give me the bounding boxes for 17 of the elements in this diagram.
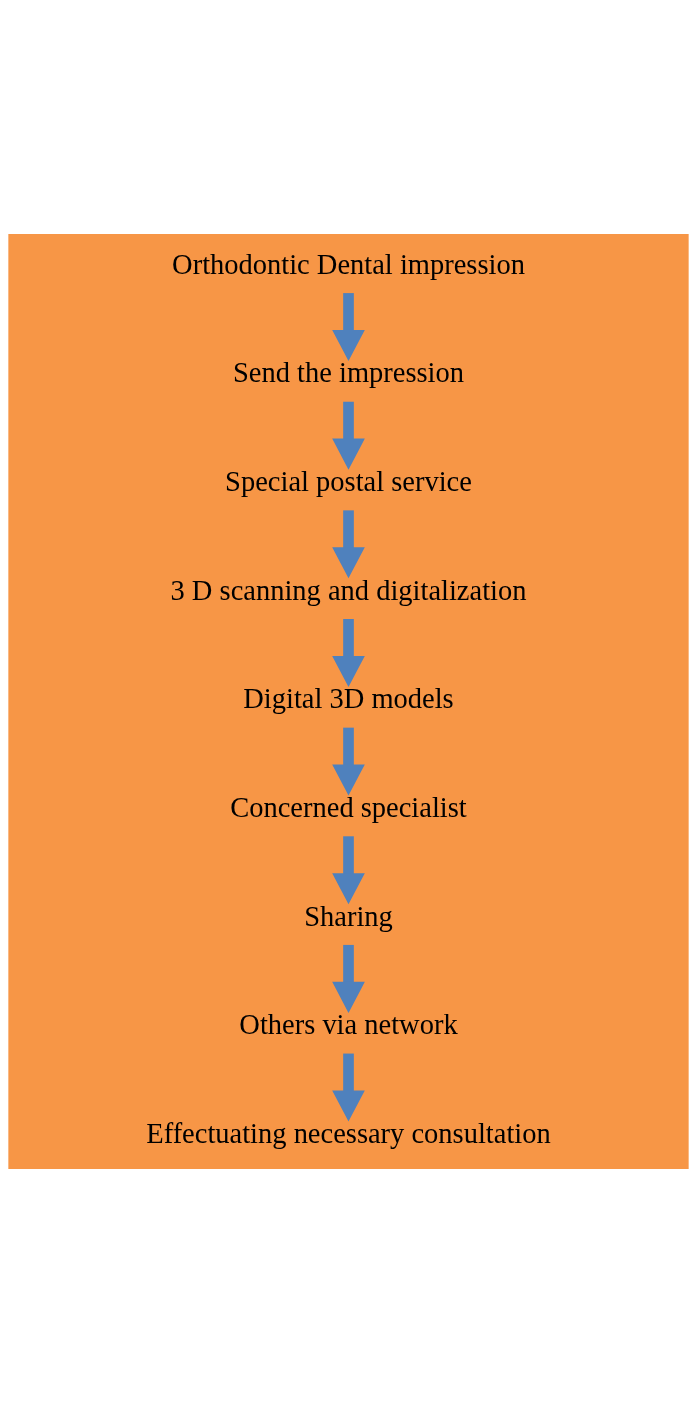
arrow	[332, 1053, 365, 1122]
node-text: Digital 3D models	[243, 683, 454, 715]
node-text: Special postal service	[225, 465, 472, 497]
node-text: Orthodontic Dental impression	[172, 248, 525, 280]
arrow	[332, 510, 365, 579]
arrow	[332, 619, 365, 687]
node-text: Others via network	[239, 1009, 458, 1041]
node-text: Effectuating necessary consultation	[146, 1117, 551, 1149]
node-text: Concerned specialist	[230, 791, 467, 823]
node-text: Sharing	[304, 900, 393, 932]
arrow	[332, 944, 365, 1013]
arrow	[332, 293, 365, 362]
arrow	[332, 401, 365, 470]
arrow	[332, 727, 365, 796]
node-text: 3 D scanning and digitalization	[170, 574, 527, 606]
arrow	[332, 836, 365, 905]
node-text: Send the impression	[232, 357, 465, 389]
